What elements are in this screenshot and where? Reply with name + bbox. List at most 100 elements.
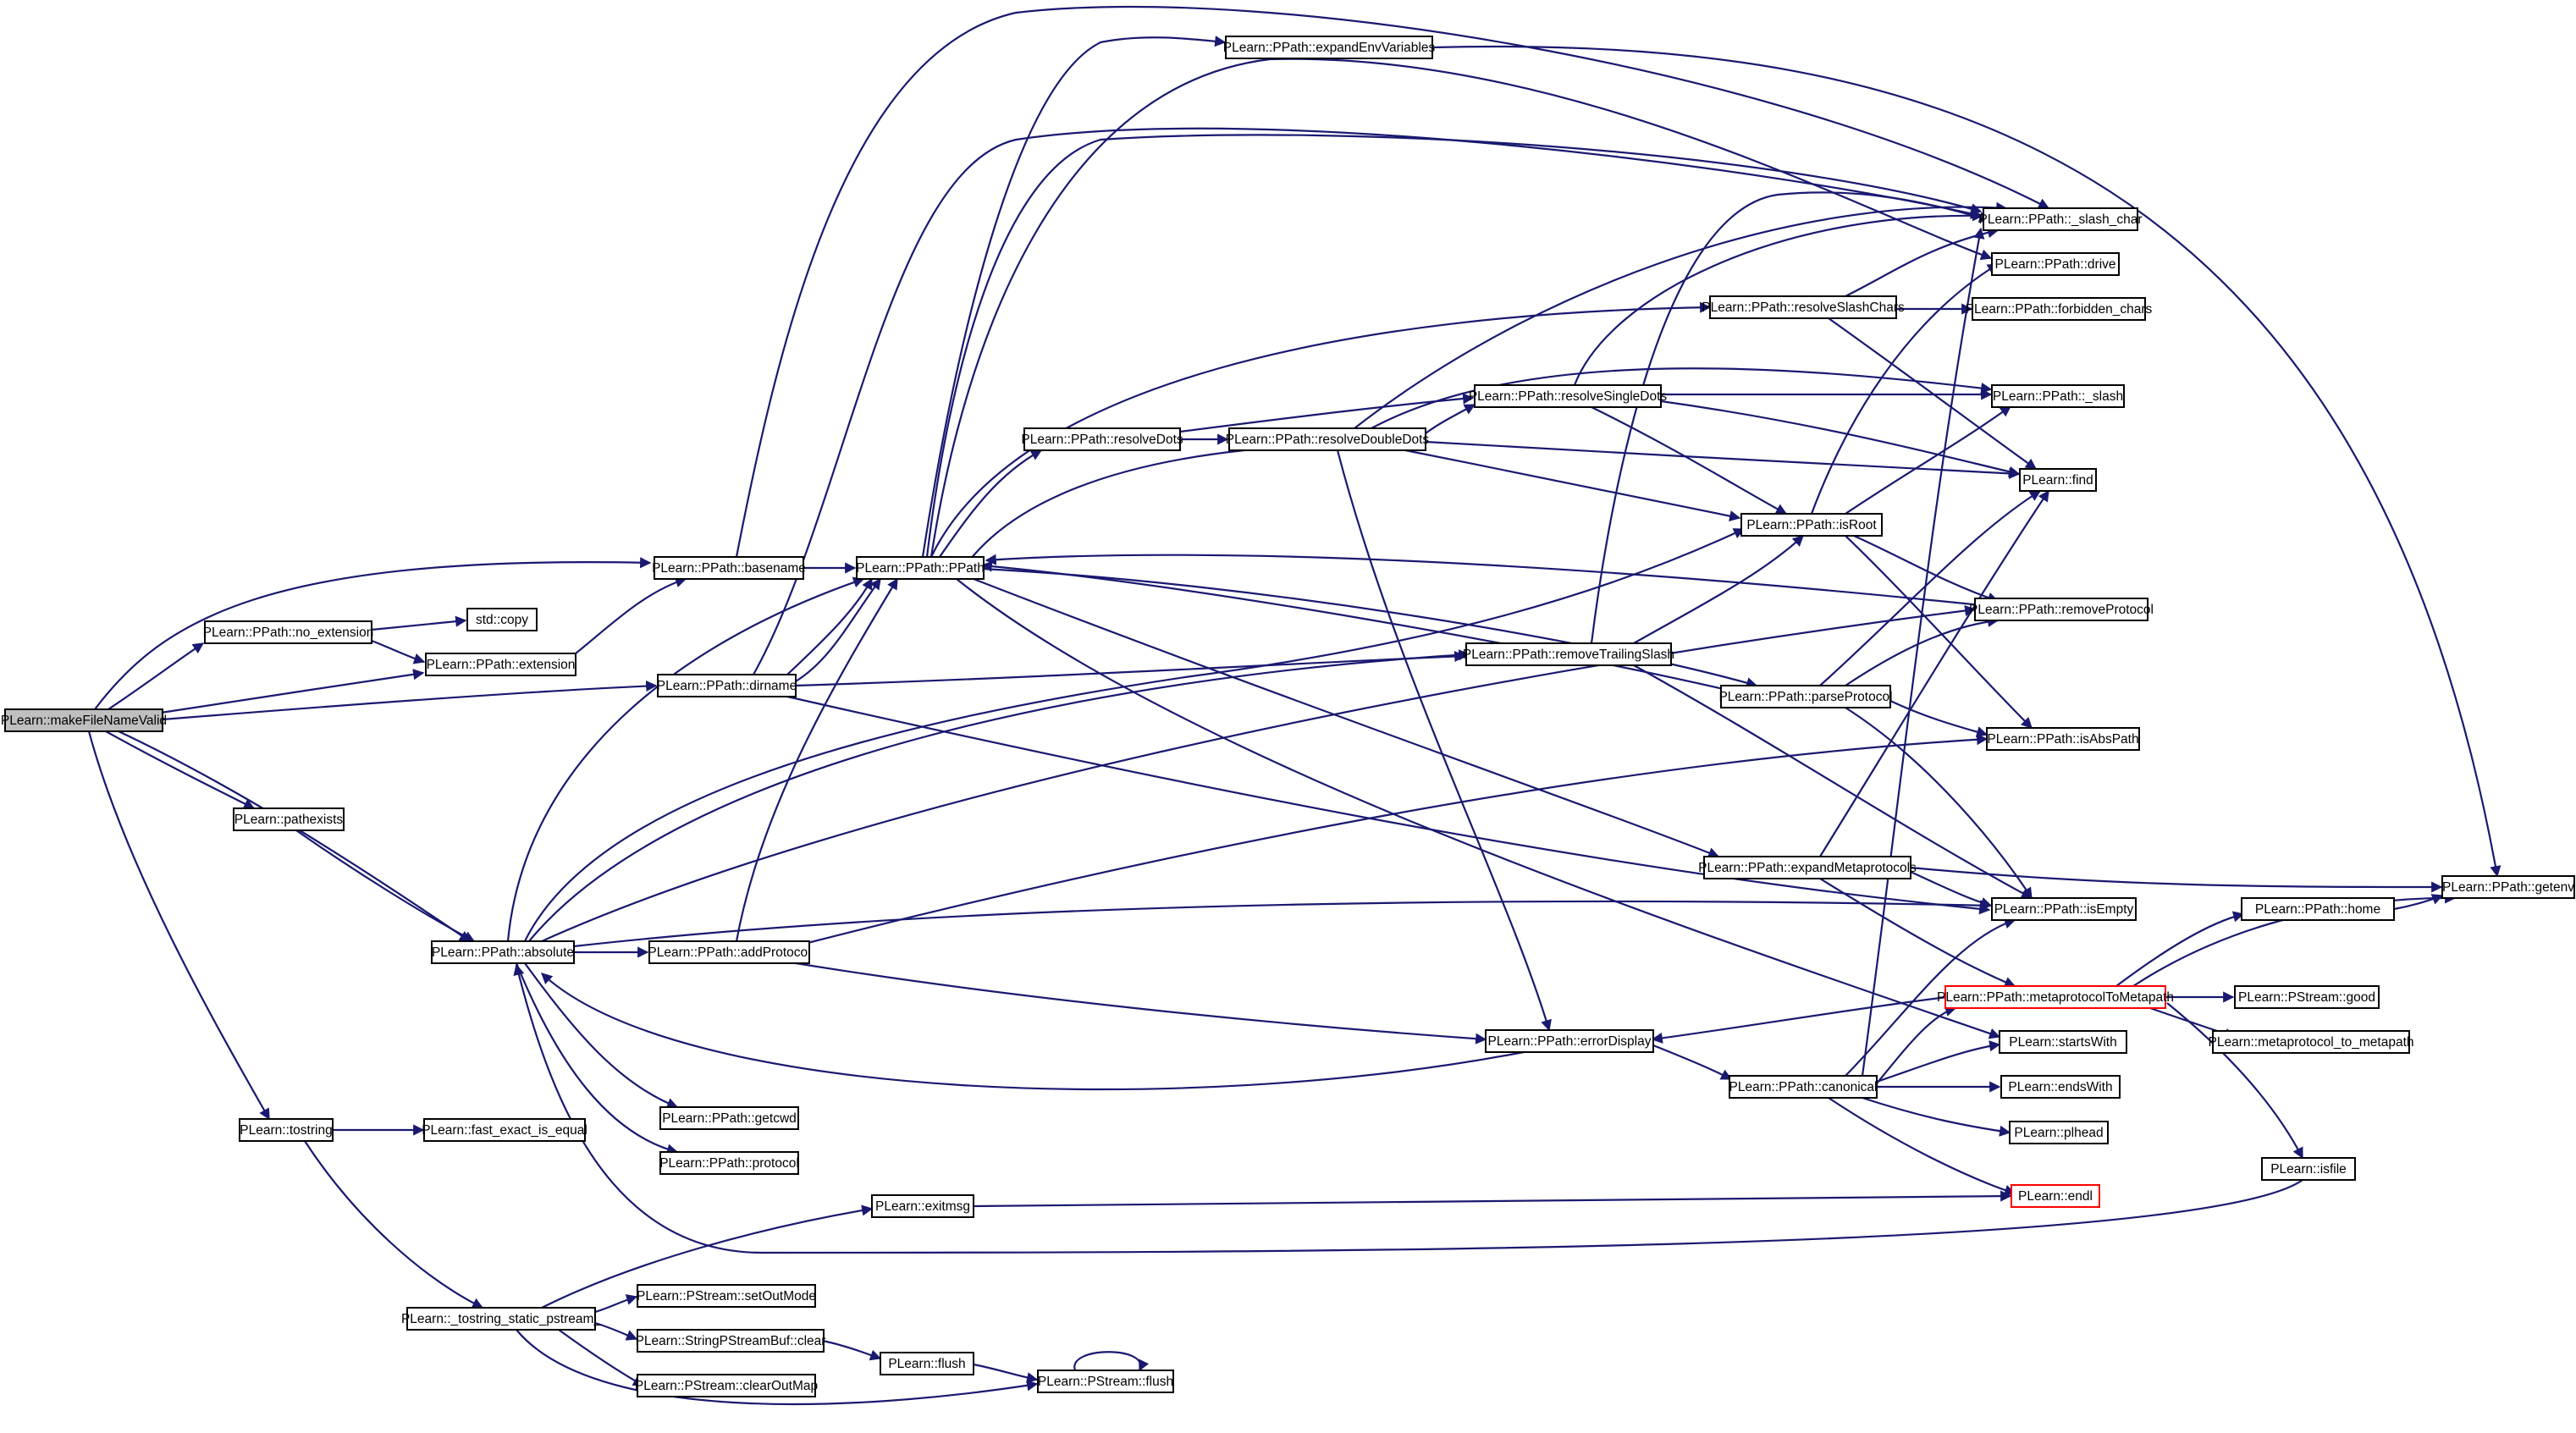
node-label-good: PLearn::PStream::good (2238, 990, 2375, 1005)
node-forbidden_chars[interactable]: PLearn::PPath::forbidden_chars (1966, 297, 2153, 321)
node-resolveDoubleDots[interactable]: PLearn::PPath::resolveDoubleDots (1226, 427, 1430, 451)
node-setOutMode[interactable]: PLearn::PStream::setOutMode (637, 1284, 816, 1308)
node-endl[interactable]: PLearn::endl (2011, 1184, 2100, 1208)
node-dirname[interactable]: PLearn::PPath::dirname (657, 674, 797, 697)
edge-ppath_ctor-to-expandEnvVariables (921, 36, 1227, 558)
node-tostring[interactable]: PLearn::tostring (239, 1118, 334, 1142)
node-parseProtocol[interactable]: PLearn::PPath::parseProtocol (1718, 685, 1893, 708)
node-expandEnvVariables[interactable]: PLearn::PPath::expandEnvVariables (1223, 36, 1436, 59)
edge-parseProtocol-to-removeProtocol (1845, 615, 2000, 686)
edge-pstream_flush-to-pstream_flush (1073, 1351, 1150, 1372)
node-getenv[interactable]: PLearn::PPath::getenv (2441, 875, 2575, 899)
node-label-extension: PLearn::PPath::extension (427, 658, 576, 672)
node-resolveSingleDots[interactable]: PLearn::PPath::resolveSingleDots (1469, 384, 1668, 408)
node-drive[interactable]: PLearn::PPath::drive (1991, 252, 2120, 276)
node-plhead[interactable]: PLearn::plhead (2009, 1121, 2109, 1144)
edge-canonical-to-startsWith (1876, 1040, 2001, 1083)
node-label-isRoot: PLearn::PPath::isRoot (1746, 518, 1877, 532)
node-label-absolute: PLearn::PPath::absolute (432, 945, 574, 960)
node-box-spsb_clear (637, 1329, 825, 1353)
edge-isRoot-to-removeProtocol (1853, 534, 2000, 604)
node-good[interactable]: PLearn::PStream::good (2234, 985, 2380, 1009)
edge-isRoot-to-slash (1845, 405, 2012, 515)
node-find[interactable]: PLearn::find (2019, 468, 2097, 492)
node-label-removeTrailingSlash: PLearn::PPath::removeTrailingSlash (1463, 648, 1674, 662)
edge-dirname-to-removeTrailingSlash (795, 650, 1466, 687)
node-basename[interactable]: PLearn::PPath::basename (652, 556, 806, 580)
node-flush[interactable]: PLearn::flush (880, 1352, 974, 1375)
node-isfile[interactable]: PLearn::isfile (2261, 1157, 2356, 1181)
node-exitmsg[interactable]: PLearn::exitmsg (871, 1194, 974, 1218)
node-label-startsWith: PLearn::startsWith (2009, 1035, 2117, 1050)
node-metaprotocolToMetapath[interactable]: PLearn::PPath::metaprotocolToMetapath (1937, 985, 2174, 1009)
node-removeTrailingSlash[interactable]: PLearn::PPath::removeTrailingSlash (1463, 642, 1674, 666)
node-makeFileNameValid[interactable]: PLearn::makeFileNameValid (1, 708, 167, 732)
node-ppath_ctor[interactable]: PLearn::PPath::PPath (856, 556, 985, 580)
edge-addProtocol-to-ppath_ctor (735, 577, 898, 942)
node-fast_exact_is_equal[interactable]: PLearn::fast_exact_is_equal (422, 1118, 587, 1142)
node-isRoot[interactable]: PLearn::PPath::isRoot (1740, 513, 1883, 537)
edge-removeTrailingSlash-to-isRoot (1633, 535, 1804, 644)
node-box-clearOutMap (637, 1374, 816, 1397)
node-errorDisplay[interactable]: PLearn::PPath::errorDisplay (1485, 1029, 1654, 1053)
edge-ppath_ctor-to-resolveDots (939, 449, 1043, 558)
edge-tostring_static_pstream-to-exitmsg (541, 1204, 874, 1309)
node-protocol[interactable]: PLearn::PPath::protocol (659, 1151, 799, 1175)
node-box-isAbsPath (1986, 727, 2140, 751)
node-slash_char[interactable]: PLearn::PPath::_slash_char (1978, 207, 2143, 231)
node-addProtocol[interactable]: PLearn::PPath::addProtocol (648, 940, 811, 964)
node-isAbsPath[interactable]: PLearn::PPath::isAbsPath (1986, 727, 2140, 751)
node-label-resolveDoubleDots: PLearn::PPath::resolveDoubleDots (1226, 433, 1430, 447)
node-pstream_flush[interactable]: PLearn::PStream::flush (1037, 1370, 1174, 1393)
node-label-pstream_flush: PLearn::PStream::flush (1038, 1375, 1173, 1389)
node-extension[interactable]: PLearn::PPath::extension (425, 653, 576, 676)
edge-makeFileNameValid-to-no_extension (108, 642, 205, 710)
node-box-flush (880, 1352, 974, 1375)
node-resolveDots[interactable]: PLearn::PPath::resolveDots (1021, 427, 1183, 451)
edge-basename-to-slash_char (735, 5, 2050, 558)
edge-pathexists-to-absolute (295, 829, 476, 942)
node-label-expandEnvVariables: PLearn::PPath::expandEnvVariables (1223, 41, 1436, 55)
node-resolveSlashChars[interactable]: PLearn::PPath::resolveSlashChars (1702, 295, 1905, 319)
node-label-resolveSlashChars: PLearn::PPath::resolveSlashChars (1702, 300, 1905, 315)
node-metaprotocol_to_metapath[interactable]: PLearn::metaprotocol_to_metapath (2209, 1030, 2414, 1054)
node-endsWith[interactable]: PLearn::endsWith (2000, 1075, 2121, 1099)
node-label-makeFileNameValid: PLearn::makeFileNameValid (1, 714, 167, 728)
node-canonical[interactable]: PLearn::PPath::canonical (1729, 1075, 1878, 1099)
node-std_copy[interactable]: std::copy (466, 608, 538, 631)
node-clearOutMap[interactable]: PLearn::PStream::clearOutMap (635, 1374, 818, 1397)
node-box-pstream_flush (1037, 1370, 1174, 1393)
edge-extension-to-basename (575, 576, 687, 654)
node-startsWith[interactable]: PLearn::startsWith (1999, 1030, 2127, 1054)
node-expandMetaprotocols[interactable]: PLearn::PPath::expandMetaprotocols (1698, 856, 1917, 879)
call-graph-edges (87, 5, 2502, 1406)
node-tostring_static_pstream[interactable]: PLearn::_tostring_static_pstream_ (401, 1307, 601, 1331)
node-no_extension[interactable]: PLearn::PPath::no_extension (203, 620, 374, 644)
edge-expandEnvVariables-to-getenv (1431, 45, 2502, 878)
node-box-slash_char (1983, 207, 2138, 231)
node-label-endl: PLearn::endl (2018, 1189, 2093, 1204)
node-removeProtocol[interactable]: PLearn::PPath::removeProtocol (1969, 598, 2154, 621)
node-spsb_clear[interactable]: PLearn::StringPStreamBuf::clear (636, 1329, 826, 1353)
node-isEmpty[interactable]: PLearn::PPath::isEmpty (1991, 897, 2137, 921)
node-box-startsWith (1999, 1030, 2127, 1054)
edge-removeTrailingSlash-to-slash_char (1590, 191, 1991, 644)
node-home[interactable]: PLearn::PPath::home (2241, 897, 2395, 921)
edge-resolveSlashChars-to-find (1828, 317, 2038, 470)
node-label-drive: PLearn::PPath::drive (1994, 257, 2115, 272)
node-box-resolveDoubleDots (1228, 427, 1426, 451)
node-label-protocol: PLearn::PPath::protocol (659, 1156, 799, 1171)
node-box-home (2241, 897, 2395, 921)
node-pathexists[interactable]: PLearn::pathexists (233, 807, 345, 831)
node-getcwd[interactable]: PLearn::PPath::getcwd (659, 1106, 799, 1130)
node-slash[interactable]: PLearn::PPath::_slash (1991, 384, 2125, 408)
edge-absolute-to-getcwd (524, 962, 679, 1109)
node-box-parseProtocol (1720, 685, 1891, 708)
node-absolute[interactable]: PLearn::PPath::absolute (431, 940, 575, 964)
node-box-removeProtocol (1974, 598, 2149, 621)
node-label-setOutMode: PLearn::PStream::setOutMode (637, 1289, 816, 1303)
edge-metaprotocolToMetapath-to-errorDisplay (1651, 995, 1948, 1044)
node-box-drive (1991, 252, 2120, 276)
node-label-fast_exact_is_equal: PLearn::fast_exact_is_equal (422, 1123, 587, 1138)
